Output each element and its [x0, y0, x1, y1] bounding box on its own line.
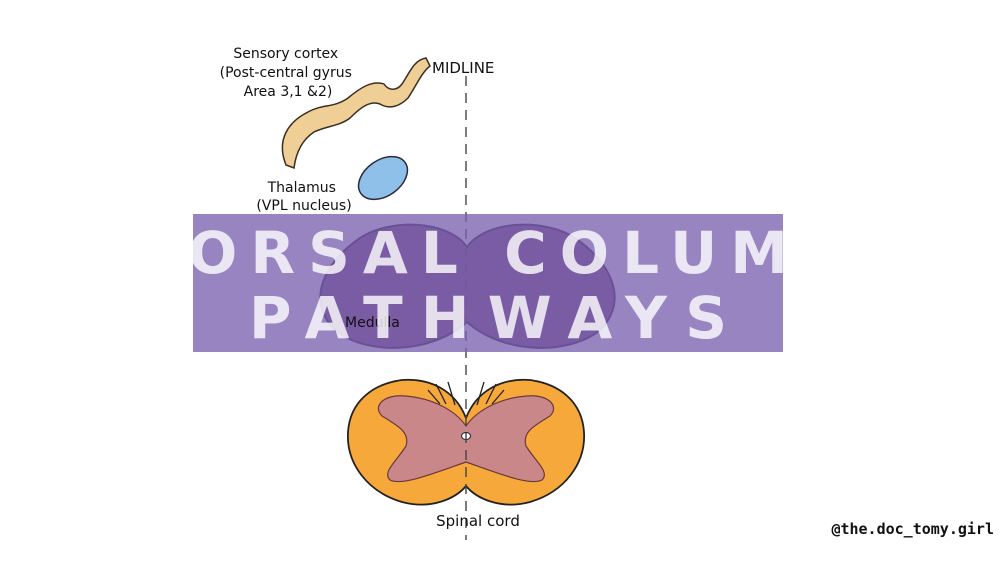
- thalamus-shape: [357, 155, 409, 201]
- banner-line-1: ORSAL COLUM: [188, 219, 788, 287]
- title-banner: [193, 214, 783, 352]
- medulla-label: Medulla: [345, 315, 400, 331]
- banner-line-2: PATHWAYS: [249, 284, 727, 352]
- dorsal-horn-marks: [427, 381, 505, 406]
- sensory-cortex-shape: [281, 57, 431, 170]
- thalamus-label: Thalamus (VPL nucleus): [256, 180, 351, 214]
- sensory-cortex-label: Sensory cortex (Post-central gyrus Area …: [220, 46, 357, 100]
- author-handle: @the.doc_tomy.girl: [831, 520, 994, 538]
- midline-label: MIDLINE: [432, 59, 494, 77]
- spinal-cord-label: Spinal cord: [436, 512, 520, 530]
